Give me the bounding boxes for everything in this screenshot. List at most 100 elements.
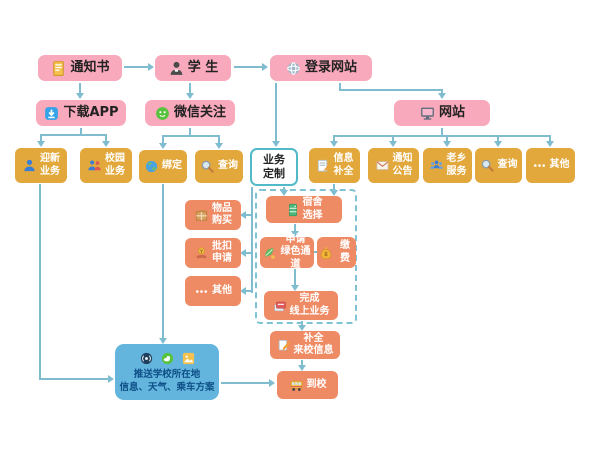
arrowhead <box>291 285 299 291</box>
earth-icon <box>144 159 159 174</box>
node-fellow-service: 老乡 服务 <box>423 148 472 183</box>
arrow-push-to-arrive <box>221 382 269 384</box>
arrowhead <box>240 211 246 219</box>
node-arrive: 到校 <box>277 371 338 399</box>
package-icon <box>194 208 209 223</box>
arrow-website-fan <box>446 136 448 142</box>
globe-icon <box>285 60 302 77</box>
arrowhead <box>240 249 246 257</box>
locker-icon <box>286 203 300 217</box>
node-label: 通知 公告 <box>392 153 413 177</box>
arrow-app-fan <box>40 134 107 136</box>
node-label: 其他 <box>549 159 570 171</box>
node-label: 下载APP <box>63 104 119 120</box>
arrow-website-fan <box>549 136 551 142</box>
online-business-group <box>255 189 357 324</box>
arrow-student-to-login <box>234 66 262 68</box>
arrow-wechat-fan <box>162 136 164 144</box>
arrow-app-fan <box>80 128 82 135</box>
node-label: 补全 来校信息 <box>293 332 334 357</box>
node-query-web: 查询 <box>475 148 522 183</box>
node-label: 业务 定制 <box>263 153 285 180</box>
arrowhead <box>438 93 446 99</box>
node-complete-online: 完成 线上业务 <box>264 291 338 320</box>
arrow-wechat-fan <box>189 128 191 136</box>
arrow-website-fan <box>333 136 335 142</box>
node-label: 网站 <box>438 104 465 120</box>
moneybag-icon <box>319 246 333 260</box>
arrow-notice-to-student <box>124 66 148 68</box>
arrow-to-batch-deduct <box>246 252 252 254</box>
student-icon <box>168 60 185 77</box>
node-pay: 缴费 <box>317 237 356 268</box>
arrow-notice-to-app <box>79 83 81 94</box>
people-icon <box>87 158 102 173</box>
node-info-complete: 信息 补全 <box>309 148 360 183</box>
wechat-icon <box>154 105 171 122</box>
arrowhead <box>240 287 246 295</box>
node-label: 登录网站 <box>304 59 357 75</box>
envelope-icon <box>375 158 390 173</box>
node-wechat-follow: 微信关注 <box>145 100 235 126</box>
node-label: 申请 绿色通道 <box>280 233 311 270</box>
arrowhead <box>443 141 451 147</box>
arrow-login-to-website <box>441 89 443 94</box>
group-icon <box>429 158 444 173</box>
arrow-to-complete-online <box>294 269 296 285</box>
arrowhead <box>298 365 306 371</box>
arrow-info-to-dorm <box>333 184 335 192</box>
node-query-wechat: 查询 <box>195 150 243 183</box>
node-campus-business: 校园 业务 <box>80 148 132 183</box>
arrowhead <box>76 93 84 99</box>
arrowhead <box>102 141 110 147</box>
node-notice-letter: 通知书 <box>38 55 122 81</box>
radio-icon <box>139 351 154 366</box>
node-label: 查询 <box>497 159 518 171</box>
arrow-login-to-website <box>339 83 341 91</box>
arrowhead <box>298 325 306 331</box>
person-icon <box>22 158 37 173</box>
arrowhead <box>186 93 194 99</box>
node-label: 其他 <box>212 284 232 296</box>
push-icons <box>139 351 196 366</box>
monitor-icon <box>419 105 436 122</box>
cloud-icon <box>160 351 175 366</box>
arrowhead <box>215 143 223 149</box>
arrow-bizcustom-trunk <box>251 187 253 293</box>
node-label: 老乡 服务 <box>446 153 467 177</box>
node-label: 物品 购买 <box>212 202 232 227</box>
dots-icon <box>532 158 547 173</box>
node-label: 宿舍 选择 <box>302 197 323 221</box>
form-pencil-icon <box>316 158 331 173</box>
app-icon <box>43 105 60 122</box>
node-label: 查询 <box>218 160 238 172</box>
arrowhead <box>262 63 268 71</box>
node-push-info: 推送学校所在地 信息、天气、乘车方案 <box>115 344 219 400</box>
node-student: 学 生 <box>155 55 231 81</box>
node-label: 绑定 <box>162 160 182 172</box>
arrow-student-to-wechat <box>189 83 191 94</box>
arrow-to-arrive <box>301 360 303 366</box>
cards-icon <box>273 299 287 313</box>
pencil-icon <box>277 338 291 352</box>
arrow-website-fan <box>333 135 551 137</box>
node-download-app: 下载APP <box>36 100 126 126</box>
node-website: 网站 <box>394 100 490 126</box>
arrowhead <box>291 231 299 237</box>
node-notice-announce: 通知 公告 <box>368 148 419 183</box>
arrow-to-other-biz <box>246 290 252 292</box>
arrow-bind-to-push <box>162 184 164 338</box>
arrow-website-fan <box>392 136 394 142</box>
node-label: 校园 业务 <box>105 153 125 177</box>
node-label: 批扣 申请 <box>212 240 232 265</box>
node-label: 学 生 <box>187 59 219 75</box>
bus-icon <box>289 378 304 393</box>
arrowhead <box>159 143 167 149</box>
arrowhead <box>494 141 502 147</box>
node-batch-deduct: 批扣 申请 <box>185 238 241 268</box>
arrowhead <box>280 190 288 196</box>
magnifier-icon <box>200 159 215 174</box>
arrowhead <box>148 63 154 71</box>
node-dorm-select: 宿舍 选择 <box>266 196 342 223</box>
